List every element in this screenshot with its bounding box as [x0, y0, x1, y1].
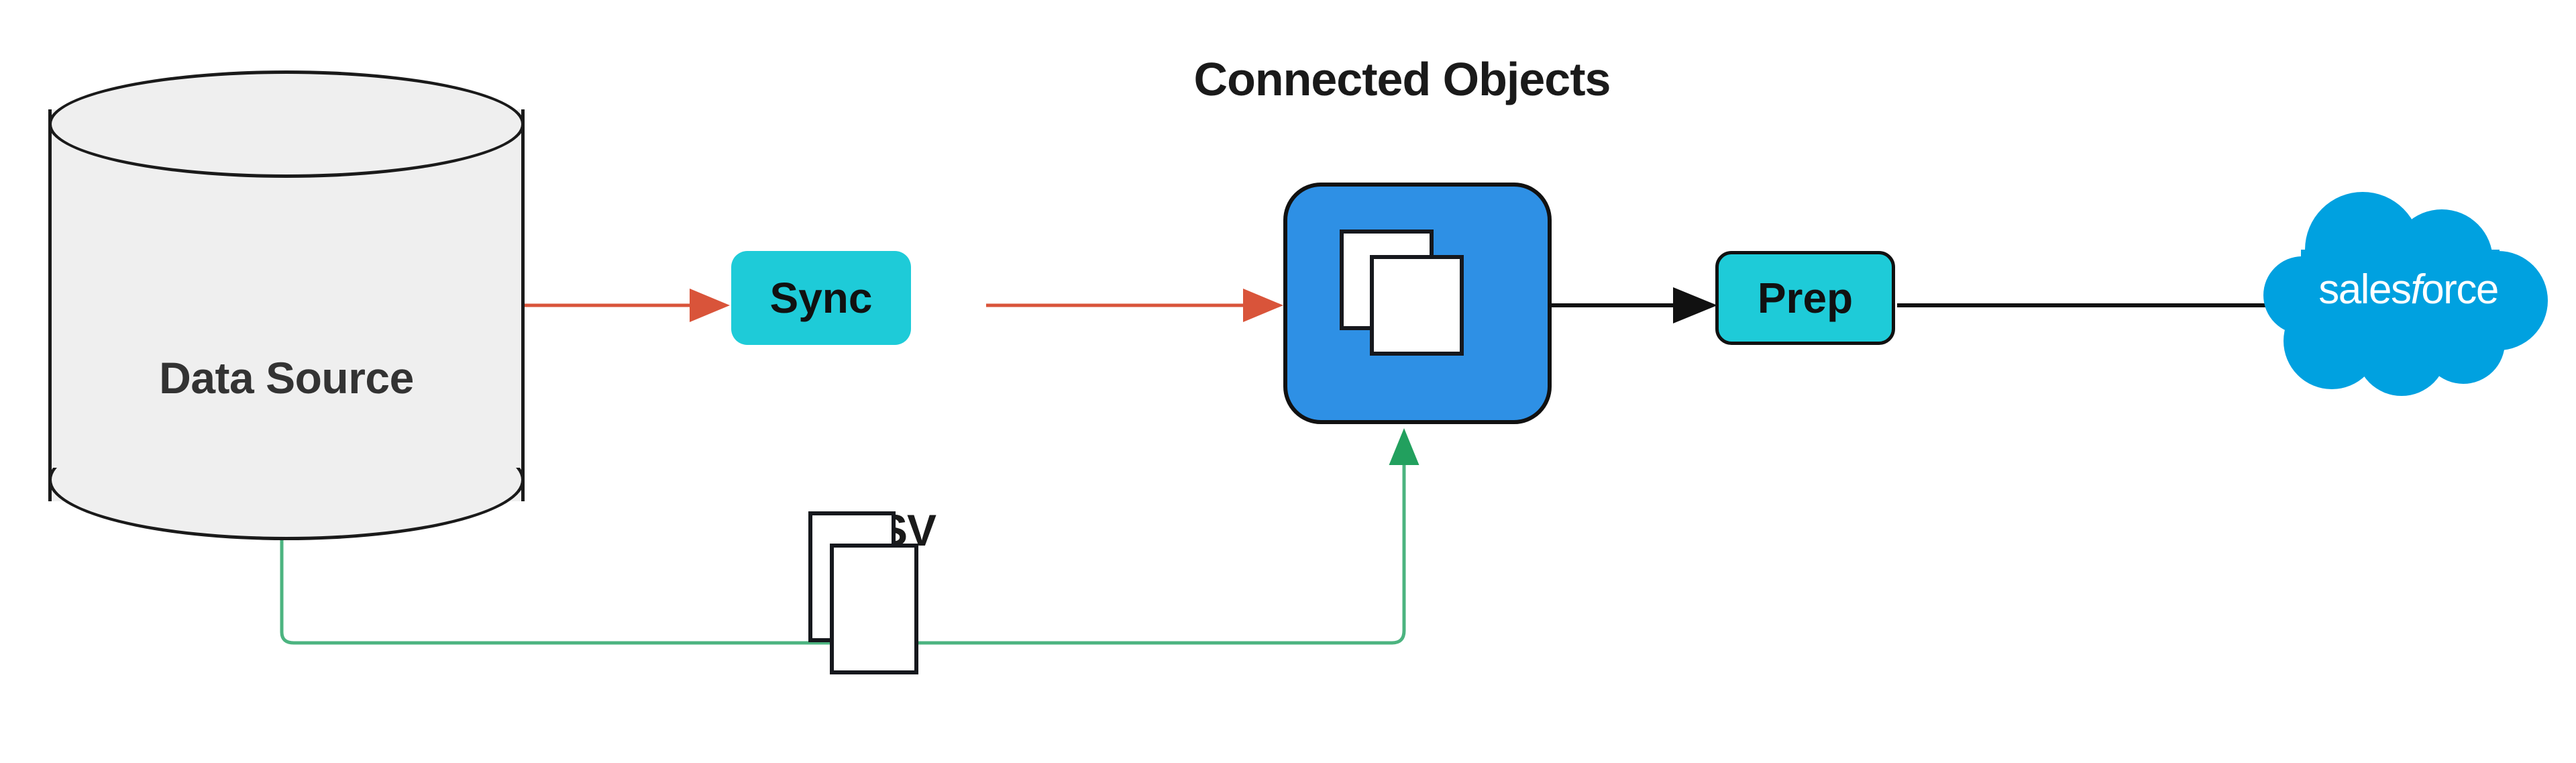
salesforce-cloud-icon: [2263, 192, 2548, 396]
connected-objects-title: Connected Objects: [1193, 53, 1611, 105]
node-data-source[interactable]: Data Source: [48, 70, 525, 540]
node-prep[interactable]: Prep: [1715, 251, 1895, 345]
document-sheet-front: [1370, 255, 1464, 356]
cylinder-seam-mask: [52, 406, 521, 468]
salesforce-wordmark-part1: sales: [2318, 266, 2412, 313]
node-salesforce[interactable]: salesforce: [2262, 183, 2555, 397]
node-sync[interactable]: Sync: [731, 251, 911, 345]
data-source-label: Data Source: [159, 353, 414, 403]
salesforce-wordmark: salesforce: [2262, 266, 2555, 313]
prep-label: Prep: [1757, 274, 1854, 322]
salesforce-wordmark-part2: f: [2410, 266, 2422, 313]
cylinder-top-ellipse: [48, 70, 525, 178]
csv-documents-stack-icon[interactable]: [808, 511, 929, 763]
documents-stack-icon: [1340, 230, 1501, 384]
node-connected-objects[interactable]: [1283, 183, 1552, 424]
salesforce-wordmark-part3: orce: [2421, 266, 2499, 313]
sync-label: Sync: [769, 274, 873, 322]
csv-document-sheet-front: [830, 544, 918, 674]
